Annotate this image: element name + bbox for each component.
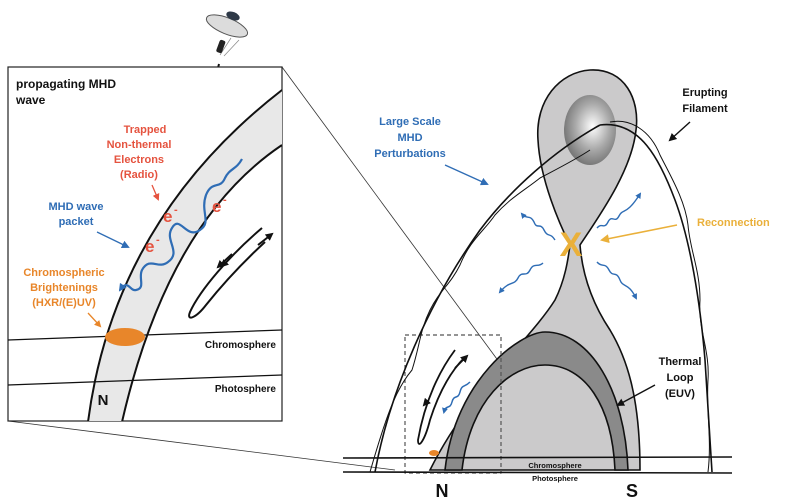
svg-text:Loop: Loop [667,372,694,384]
svg-text:MHD: MHD [397,132,422,144]
thermal-loop-label: Thermal Loop (EUV) [659,356,702,400]
svg-text:Non-thermal: Non-thermal [107,139,172,151]
erupting-filament-arrow [668,121,691,142]
svg-text:Thermal: Thermal [659,356,702,368]
svg-text:(Radio): (Radio) [120,169,158,181]
svg-text:-: - [156,234,160,246]
svg-text:Electrons: Electrons [114,154,164,166]
inset-frame [7,66,283,422]
perturbation-wave-ll [498,262,544,294]
trapped-electrons-arrow [151,184,160,201]
inset-title: propagating MHD [16,77,116,91]
svg-text:Large Scale: Large Scale [379,116,441,128]
svg-text:packet: packet [59,216,94,228]
svg-text:Filament: Filament [682,103,728,115]
svg-text:-: - [223,194,227,206]
svg-text:Trapped: Trapped [124,124,167,136]
electron-label-3: e - [212,194,227,216]
inset-chromosphere-label: Chromosphere [205,340,277,351]
main-diagram: X Erupting Filament Large Scale MHD Pert… [342,69,770,501]
reconnection-arrow [600,224,678,244]
radio-telescope-satellite-icon [205,11,249,69]
large-scale-mhd-label: Large Scale MHD Perturbations [374,116,446,160]
mhd-wave-packet [118,158,243,292]
chromospheric-brightenings-label: Chromospheric Brightenings (HXR/(E)UV) [23,267,104,309]
svg-text:-: - [174,204,178,216]
zoom-projection-line-bottom [7,420,396,471]
field-line-left-2 [369,149,591,473]
main-chromosphere-label: Chromosphere [528,461,581,470]
inset-photosphere-line [8,374,282,386]
svg-text:Brightenings: Brightenings [30,282,98,294]
zoom-projection-line-top [281,66,506,371]
inset-footpoint-n: N [98,392,109,409]
trapped-electrons-label: Trapped Non-thermal Electrons (Radio) [107,124,172,181]
main-brightening [429,450,439,456]
main-photosphere-label: Photosphere [532,474,578,483]
svg-text:Perturbations: Perturbations [374,148,446,160]
mhd-wave-packet-arrow [96,231,130,248]
svg-text:MHD wave: MHD wave [48,201,103,213]
svg-text:e: e [163,207,172,226]
electron-label-2: e - [163,204,178,226]
main-small-wave [442,381,471,414]
perturbation-wave-lr [596,261,637,300]
svg-text:Chromospheric: Chromospheric [23,267,104,279]
perturbation-wave-ul [520,212,556,241]
main-photosphere-line [342,471,733,474]
svg-text:(HXR/(E)UV): (HXR/(E)UV) [32,297,96,309]
inset-photosphere-label: Photosphere [215,384,277,395]
main-chromosphere-line [342,456,733,459]
electron-label-1: e - [145,234,160,256]
main-field-loop [417,349,466,445]
svg-text:Erupting: Erupting [682,87,727,99]
inset-title-line2: wave [15,93,46,107]
footpoint-south: S [626,481,638,501]
chromospheric-brightening-ellipse [105,328,145,346]
svg-text:e: e [212,197,221,216]
reconnection-label: Reconnection [697,217,770,229]
svg-text:e: e [145,237,154,256]
inset-panel: e - e - e - propagating MHD wave Trapped… [7,66,506,471]
reconnection-x-symbol: X [560,226,583,264]
brightenings-arrow [87,312,102,328]
mhd-wave-packet-label: MHD wave packet [48,201,103,228]
field-line-right-2 [609,120,710,473]
footpoint-north: N [436,481,449,501]
perturbation-wave-ur [596,192,642,229]
erupting-filament-label: Erupting Filament [682,87,728,115]
inset-chromosphere-line [8,329,282,341]
svg-text:(EUV): (EUV) [665,388,695,400]
thermal-loop-arrow [616,384,656,406]
thermal-loop [444,331,629,471]
large-scale-mhd-arrow [444,164,489,186]
